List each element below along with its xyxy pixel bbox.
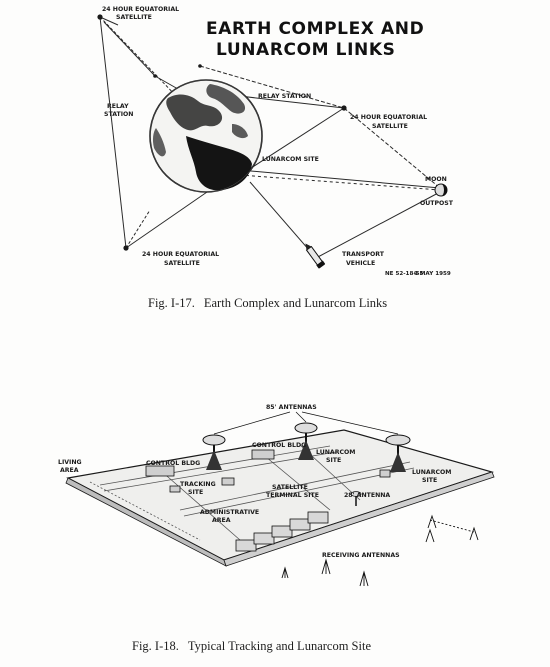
antenna-85-right-icon: [385, 434, 411, 472]
satellite-right-icon: [341, 105, 347, 111]
transport-vehicle-icon: [305, 243, 326, 269]
drawing-date: 9 MAY 1959: [414, 271, 451, 277]
label-control-bldg-left: CONTROL BLDG: [146, 460, 200, 467]
label-lunarcom-site-a-1: LUNARCOM: [316, 449, 355, 456]
moon-icon: [434, 183, 448, 197]
label-lunarcom-site: LUNARCOM SITE: [262, 156, 319, 163]
satellite-markers: [97, 14, 347, 251]
label-satellite-terminal-1: SATELLITE: [272, 484, 308, 491]
label-satellite-right-1: 24 HOUR EQUATORIAL: [350, 114, 427, 121]
label-control-bldg-top: CONTROL BLDG: [252, 442, 306, 449]
figure-earth-complex-diagram: EARTH COMPLEX AND LUNARCOM LINKS: [97, 6, 454, 277]
label-receiving-antennas: RECEIVING ANTENNAS: [322, 552, 400, 559]
site-buildings: [145, 449, 391, 493]
label-lunarcom-site-b-1: LUNARCOM: [412, 469, 451, 476]
figure-caption-i-18: Fig. I-18. Typical Tracking and Lunarcom …: [132, 639, 371, 654]
label-lunarcom-site-a-2: SITE: [326, 457, 341, 464]
label-relay-left-2: STATION: [104, 111, 133, 118]
label-living-area-2: AREA: [60, 467, 79, 474]
antenna-85-center-icon: [294, 422, 318, 460]
label-living-area-1: LIVING: [58, 459, 82, 466]
relay-station-left-icon: [153, 74, 157, 78]
antenna-leader-lines: [213, 411, 399, 435]
label-administrative-1: ADMINISTRATIVE: [200, 509, 259, 516]
label-tracking-site-1: TRACKING: [180, 481, 216, 488]
label-satellite-top-2: SATELLITE: [116, 14, 152, 21]
label-85-antennas: 85' ANTENNAS: [266, 404, 317, 411]
control-building-top: [251, 449, 275, 460]
label-transport-1: TRANSPORT: [342, 251, 385, 258]
figure-caption-i-17: Fig. I-17. Earth Complex and Lunarcom Lin…: [148, 296, 387, 311]
receiving-antennas: [281, 514, 479, 587]
figure-title-line-1: EARTH COMPLEX AND: [206, 19, 424, 39]
label-relay-right: RELAY STATION: [258, 93, 311, 100]
relay-station-right-icon: [198, 64, 202, 68]
label-28-antenna: 28' ANTENNA: [344, 492, 390, 499]
label-satellite-bottom-1: 24 HOUR EQUATORIAL: [142, 251, 219, 258]
figure-title-line-2: LUNARCOM LINKS: [216, 40, 395, 60]
label-transport-2: VEHICLE: [346, 260, 375, 267]
label-relay-left-1: RELAY: [107, 103, 129, 110]
label-satellite-right-2: SATELLITE: [372, 123, 408, 130]
label-tracking-site-2: SITE: [188, 489, 203, 496]
label-outpost: OUTPOST: [420, 200, 454, 207]
figure-number: Fig. I-18.: [132, 639, 179, 653]
control-building-left: [145, 465, 175, 477]
drawing-code: NE 52-18-55: [385, 271, 424, 277]
earth-globe: [149, 79, 263, 193]
label-satellite-top-1: 24 HOUR EQUATORIAL: [102, 6, 179, 13]
site-platform: [65, 429, 495, 567]
satellite-bottom-icon: [123, 245, 129, 251]
antenna-28-icon: [350, 491, 362, 506]
label-satellite-bottom-2: SATELLITE: [164, 260, 200, 267]
figure-caption-text: Typical Tracking and Lunarcom Site: [187, 639, 371, 653]
satellite-top-icon: [97, 14, 103, 20]
antenna-85-left-icon: [202, 434, 226, 470]
figure-number: Fig. I-17.: [148, 296, 195, 310]
label-administrative-2: AREA: [212, 517, 231, 524]
administrative-buildings: [235, 511, 329, 552]
label-satellite-terminal-2: TERMINAL SITE: [266, 492, 319, 499]
figure-caption-text: Earth Complex and Lunarcom Links: [203, 296, 388, 310]
label-lunarcom-site-b-2: SITE: [422, 477, 437, 484]
site-roads: [89, 444, 415, 541]
label-moon: MOON: [425, 176, 447, 183]
